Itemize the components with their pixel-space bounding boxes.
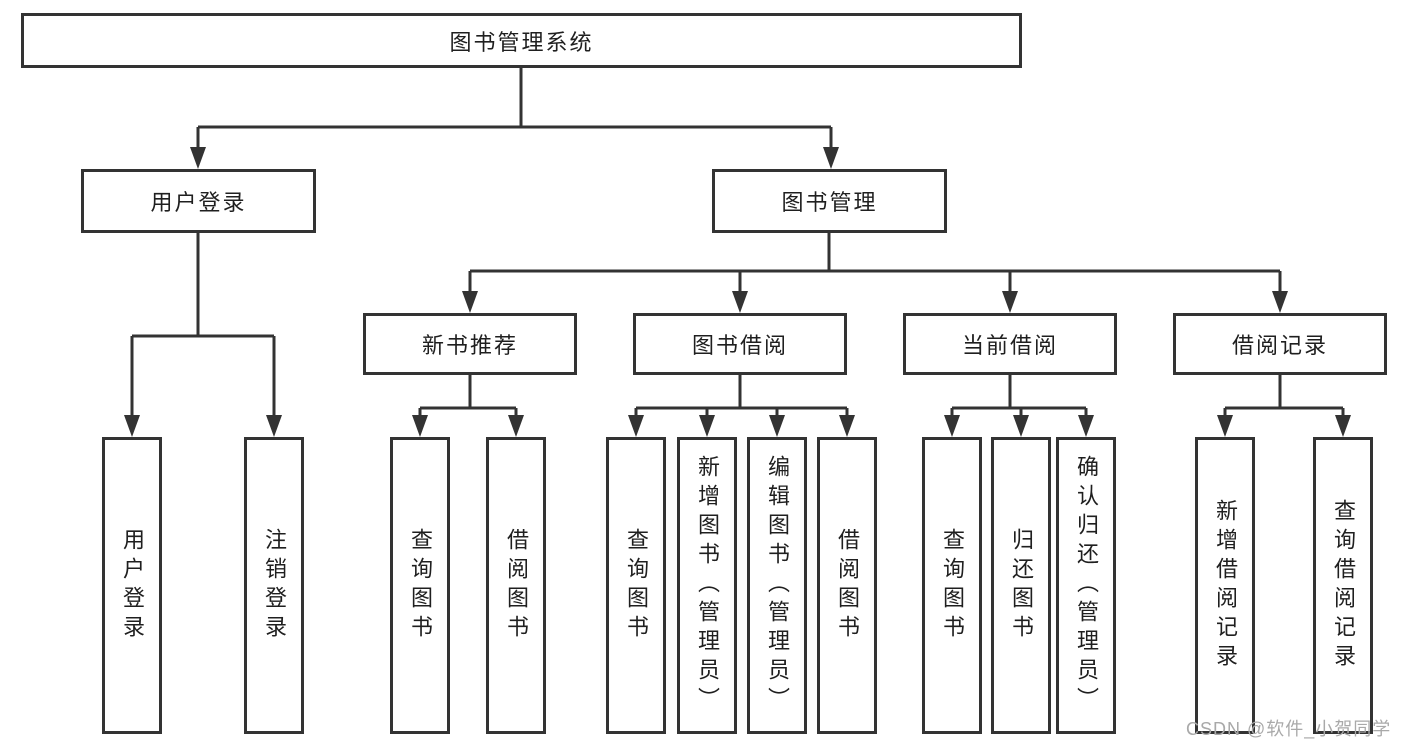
leaf-edit-book-admin: 编辑图书（管理员） [747, 437, 807, 734]
leaf-logout-label: 注销登录 [262, 527, 287, 644]
node-borrowing-records: 借阅记录 [1173, 313, 1387, 375]
node-borrowing-records-label: 借阅记录 [1231, 333, 1328, 358]
node-new-book-recommend: 新书推荐 [363, 313, 577, 375]
leaf-borrowing-borrow-book-label: 借阅图书 [835, 527, 860, 644]
leaf-user-login-label: 用户登录 [120, 527, 145, 644]
node-user-login: 用户登录 [81, 169, 316, 233]
leaf-edit-book-admin-label: 编辑图书（管理员） [765, 455, 790, 716]
node-new-book-recommend-label: 新书推荐 [421, 333, 518, 358]
leaf-logout: 注销登录 [244, 437, 304, 734]
leaf-recommend-query-book-label: 查询图书 [408, 527, 433, 644]
leaf-recommend-borrow-book-label: 借阅图书 [504, 527, 529, 644]
node-book-management-label: 图书管理 [781, 190, 878, 215]
leaf-borrowing-query-book: 查询图书 [606, 437, 666, 734]
leaf-confirm-return-admin: 确认归还（管理员） [1056, 437, 1116, 734]
leaf-current-query-book-label: 查询图书 [940, 527, 965, 644]
leaf-add-borrow-record-label: 新增借阅记录 [1213, 498, 1238, 673]
leaf-current-query-book: 查询图书 [922, 437, 982, 734]
node-current-borrowing-label: 当前借阅 [961, 333, 1058, 358]
leaf-confirm-return-admin-label: 确认归还（管理员） [1074, 455, 1099, 716]
leaf-return-book-label: 归还图书 [1009, 527, 1034, 644]
leaf-query-borrow-record: 查询借阅记录 [1313, 437, 1373, 734]
leaf-add-book-admin-label: 新增图书（管理员） [695, 455, 720, 716]
leaf-borrowing-query-book-label: 查询图书 [624, 527, 649, 644]
node-library-system-label: 图书管理系统 [449, 29, 594, 55]
leaf-add-book-admin: 新增图书（管理员） [677, 437, 737, 734]
leaf-query-borrow-record-label: 查询借阅记录 [1331, 498, 1356, 673]
node-book-borrowing: 图书借阅 [633, 313, 847, 375]
node-user-login-label: 用户登录 [150, 190, 247, 215]
leaf-return-book: 归还图书 [991, 437, 1051, 734]
csdn-watermark: CSDN @软件_小贺同学 [1186, 719, 1392, 739]
leaf-borrowing-borrow-book: 借阅图书 [817, 437, 877, 734]
leaf-add-borrow-record: 新增借阅记录 [1195, 437, 1255, 734]
node-library-system: 图书管理系统 [21, 13, 1022, 68]
node-current-borrowing: 当前借阅 [903, 313, 1117, 375]
leaf-user-login: 用户登录 [102, 437, 162, 734]
leaf-recommend-query-book: 查询图书 [390, 437, 450, 734]
node-book-management: 图书管理 [712, 169, 947, 233]
leaf-recommend-borrow-book: 借阅图书 [486, 437, 546, 734]
node-book-borrowing-label: 图书借阅 [691, 333, 788, 358]
